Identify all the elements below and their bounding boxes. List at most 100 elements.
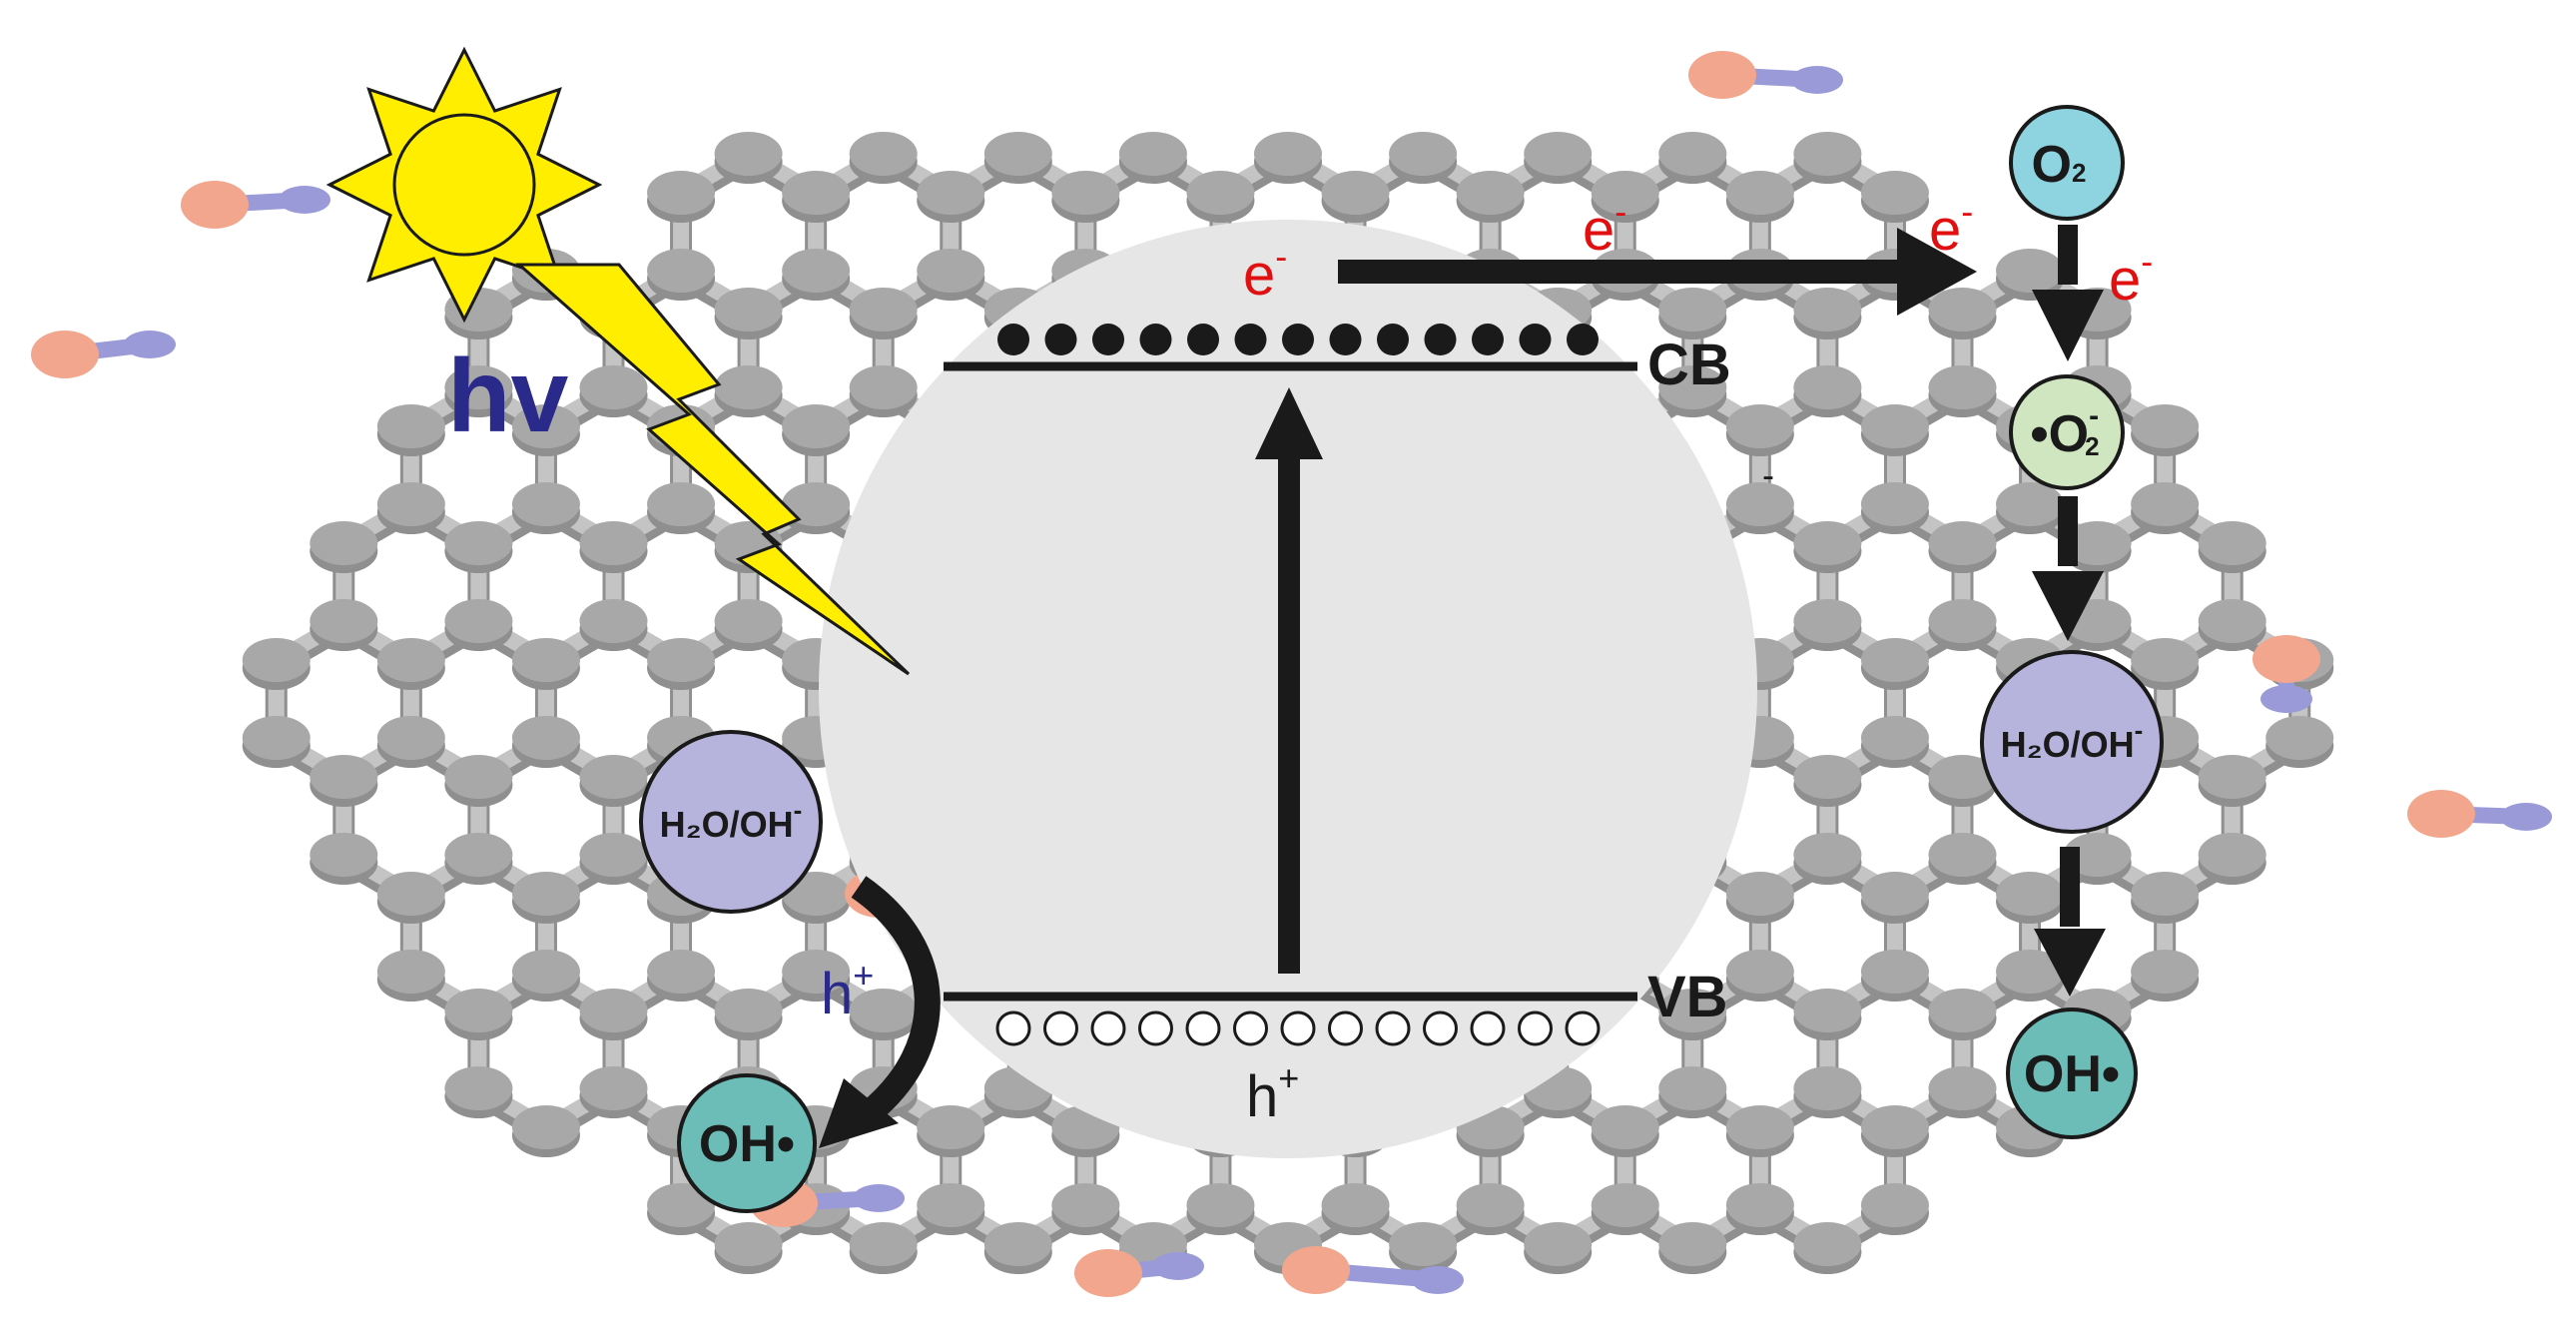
hydrogen-atom <box>1152 1252 1204 1280</box>
hydrogen-atom <box>279 186 330 214</box>
graphene-atom <box>1793 521 1862 565</box>
left-hole-label: h+ <box>821 955 874 1026</box>
oxygen-atom <box>2407 790 2475 838</box>
hole-dot <box>1328 1010 1363 1046</box>
graphene-atom <box>1860 1105 1929 1149</box>
graphene-atom <box>2198 755 2266 799</box>
graphene-atom <box>1793 755 1862 799</box>
oxygen-atom <box>2253 635 2320 683</box>
graphene-atom <box>2131 950 2200 994</box>
graphene-atom <box>782 171 851 215</box>
graphene-atom <box>2131 638 2200 682</box>
hole-dot <box>1565 1010 1601 1046</box>
hydrogen-atom <box>124 331 176 358</box>
graphene-atom <box>917 249 985 293</box>
left-h2o-species <box>639 730 823 914</box>
hole-dot <box>1470 1010 1506 1046</box>
hole-oxidation-arrow-head <box>819 1078 899 1148</box>
oxygen-atom <box>1282 1246 1350 1294</box>
graphene-atom <box>1118 132 1187 176</box>
graphene-atom <box>376 872 445 916</box>
graphene-atom <box>647 638 716 682</box>
electron-dot <box>1234 324 1267 355</box>
graphene-atom <box>983 1222 1052 1266</box>
graphene-atom <box>2131 482 2200 526</box>
hole-dot <box>1090 1010 1126 1046</box>
hole-oxidation-arrow <box>851 876 941 1124</box>
graphene-atom <box>1928 755 1997 799</box>
electron-dot <box>1044 324 1077 355</box>
graphene-atom <box>714 989 783 1032</box>
oxygen-atom <box>1074 1249 1142 1297</box>
chain-arrow-3-head <box>2034 929 2106 997</box>
excitation-arrow-head <box>1255 387 1323 459</box>
graphene-atom <box>1186 171 1255 215</box>
hydrogen-atom <box>1412 1266 1464 1294</box>
graphene-atom <box>2131 872 2200 916</box>
hole-dot <box>1375 1010 1411 1046</box>
graphene-atom <box>2131 404 2200 448</box>
graphene-atom <box>1591 1183 1659 1227</box>
hydrogen-atom <box>2500 803 2552 831</box>
chain-arrow-3-shaft <box>2060 847 2080 927</box>
graphene-atom <box>1996 249 2065 293</box>
chain-arrow-2-head <box>2032 571 2104 641</box>
hole-dot <box>995 1010 1031 1046</box>
graphene-atom <box>511 482 580 526</box>
electron-dot <box>1424 324 1457 355</box>
graphene-atom <box>1996 482 2065 526</box>
graphene-atom <box>647 1183 716 1227</box>
superoxide-label: •O-2 <box>2030 399 2099 463</box>
graphene-atom <box>511 638 580 682</box>
electron-dot <box>1139 324 1172 355</box>
graphene-atom <box>782 482 851 526</box>
oxygen-atom <box>31 331 99 378</box>
graphene-atom <box>647 171 716 215</box>
graphene-atom <box>1860 404 1929 448</box>
o2-species <box>2009 105 2125 221</box>
electron-dot <box>1282 324 1314 355</box>
hydrogen-atom <box>853 1184 905 1212</box>
graphene-atom <box>714 288 783 332</box>
electron-label-right: e- <box>1929 191 1973 263</box>
graphene-atom <box>579 365 648 409</box>
graphene-atom <box>2063 833 2132 877</box>
graphene-atom <box>1793 599 1862 643</box>
hv-label: hv <box>447 338 569 454</box>
graphene-atom <box>376 950 445 994</box>
graphene-atom <box>1591 171 1659 215</box>
left-h2o-label: H₂O/OH- <box>660 795 803 845</box>
graphene-atom <box>1321 1183 1390 1227</box>
graphene-atom <box>647 482 716 526</box>
graphene-atom <box>1591 1105 1659 1149</box>
graphene-atom <box>1996 950 2065 994</box>
graphene-atom <box>1860 638 1929 682</box>
graphene-atom <box>1725 171 1794 215</box>
lightning-bolt-icon <box>515 263 911 676</box>
left-oh-radical <box>677 1073 817 1213</box>
graphene-atom <box>1658 1222 1727 1266</box>
graphene-atom <box>1928 1066 1997 1110</box>
graphene-atom <box>1186 1183 1255 1227</box>
right-oh-radical <box>2006 1007 2138 1139</box>
excitation-arrow-shaft <box>1278 454 1300 974</box>
graphene-atom <box>782 404 851 448</box>
graphene-atom <box>1321 171 1390 215</box>
graphene-atom <box>579 521 648 565</box>
right-oh-label: OH• <box>2024 1045 2120 1103</box>
oxygen-atom <box>1688 51 1756 99</box>
graphene-atom <box>714 599 783 643</box>
graphene-atom <box>1860 872 1929 916</box>
graphene-atom <box>1254 132 1322 176</box>
graphene-atom <box>1860 950 1929 994</box>
electron-transfer-arrow-head <box>1897 228 1977 316</box>
graphene-atom <box>714 132 783 176</box>
electron-dot <box>1567 324 1599 355</box>
graphene-atom <box>983 132 1052 176</box>
graphene-atom <box>444 365 513 409</box>
electron-label-chain: e- <box>2109 241 2153 313</box>
electron-dot <box>1092 324 1124 355</box>
graphene-atom <box>376 638 445 682</box>
